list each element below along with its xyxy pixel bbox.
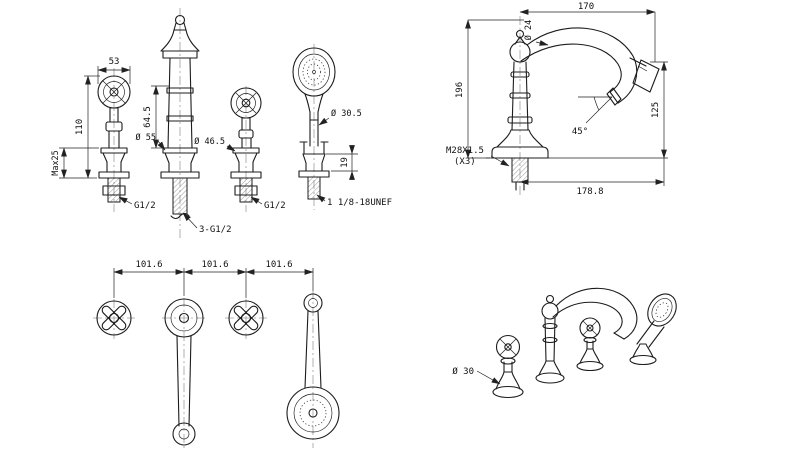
dim-19: 19 <box>326 145 358 180</box>
side-view: 170 Ø 24 196 125 45° M28X1.5 (X3) <box>446 2 668 197</box>
dim-label-max25: Max25 <box>51 150 61 176</box>
dim-label-53: 53 <box>109 57 120 67</box>
dim-label-64-5: 64.5 <box>143 106 153 128</box>
dim-170: 170 <box>519 2 656 62</box>
thread-label-g12-left: G1/2 <box>134 201 156 211</box>
dia-label-30: Ø 30 <box>452 366 474 377</box>
thread-label-3g12: 3-G1/2 <box>199 225 232 235</box>
dia-label-30-5: Ø 30.5 <box>331 108 362 119</box>
angle-label-45: 45° <box>572 127 588 137</box>
dia-label-46-5-handle: Ø 46.5 <box>194 136 225 147</box>
front-spout <box>160 14 200 220</box>
dim-178-8: 178.8 <box>519 158 665 197</box>
persp-label-dia30: Ø 30 <box>452 366 501 385</box>
dim-label-125: 125 <box>651 102 661 118</box>
side-spout-body <box>486 27 660 191</box>
dim-label-19: 19 <box>340 157 350 168</box>
persp-handle-left <box>492 334 524 399</box>
label-g12-right: G1/2 <box>250 196 286 211</box>
plan-spout <box>162 298 206 448</box>
dim-label-196: 196 <box>455 82 465 98</box>
dim-label-178-8: 178.8 <box>576 187 603 197</box>
label-dia-46-5-handle: Ø 46.5 <box>194 136 236 152</box>
dim-53: 53 <box>97 57 131 84</box>
dim-125: 125 <box>554 61 668 159</box>
dim-label-101-6-b: 101.6 <box>201 260 228 270</box>
persp-spout <box>535 287 638 384</box>
front-handshower <box>292 47 336 200</box>
plan-handle-right <box>225 299 267 339</box>
dim-label-101-6-c: 101.6 <box>265 260 292 270</box>
dim-196: 196 <box>455 19 524 159</box>
dim-max25: Max25 <box>51 147 99 179</box>
label-dia-24: Ø 24 <box>523 20 549 46</box>
dim-label-101-6-a: 101.6 <box>135 260 162 270</box>
front-handle-left <box>97 75 131 203</box>
label-3g12: 3-G1/2 <box>182 212 232 235</box>
label-dia-55: Ø 55 <box>136 132 166 151</box>
dim-label-110: 110 <box>75 119 85 135</box>
angle-45: 45° <box>572 96 613 137</box>
perspective-view: Ø 30 <box>452 287 677 399</box>
label-unef: 1 1/8-18UNEF <box>316 194 392 208</box>
plan-dims: 101.6 101.6 101.6 <box>113 260 314 298</box>
thread-label-g12-right: G1/2 <box>264 201 286 211</box>
label-m28: M28X1.5 (X3) <box>446 146 510 167</box>
plan-handshower <box>286 290 340 448</box>
dim-label-170: 170 <box>578 2 594 12</box>
front-view: 53 110 Max25 G1/2 <box>51 8 392 240</box>
persp-handshower <box>629 293 677 366</box>
dia-label-24: Ø 24 <box>523 20 534 40</box>
thread-label-m28-x3: (X3) <box>454 157 476 167</box>
thread-label-unef: 1 1/8-18UNEF <box>327 198 392 208</box>
thread-label-m28: M28X1.5 <box>446 146 484 156</box>
dim-110: 110 <box>75 75 100 179</box>
persp-handle-right <box>576 317 604 372</box>
plan-view: 101.6 101.6 101.6 <box>93 260 340 448</box>
label-dia-30-5: Ø 30.5 <box>318 108 362 126</box>
label-g12-left: G1/2 <box>118 196 156 211</box>
dia-label-55: Ø 55 <box>136 132 156 143</box>
plan-handle-left <box>93 299 135 339</box>
